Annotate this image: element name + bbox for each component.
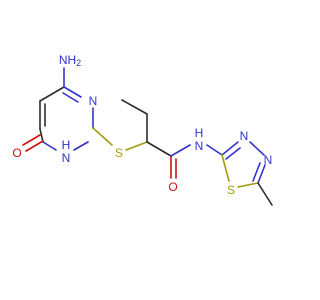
bond-c5t-s (237, 182, 259, 188)
bond-ch2-ch3 (121, 99, 148, 115)
atom-amide-o: O (168, 180, 177, 194)
bond-s-calpha (125, 141, 148, 151)
bond-c6-o-double (25, 140, 44, 152)
atom-thiadiazole-s: S (227, 183, 235, 197)
atom-thiadiazole-n4: N (264, 153, 273, 167)
bond-c2-s (92, 127, 113, 146)
atom-ring-n3: N (89, 94, 98, 108)
thiadiazole-ring (206, 141, 273, 206)
atom-thiadiazole-n3: N (240, 129, 249, 143)
bond-c6-o (22, 134, 41, 146)
bond-s-c2t (221, 154, 230, 182)
bond-c4-c5 (39, 86, 65, 102)
bond-n3t-n4t (249, 141, 265, 156)
bond-carbonyl-nh (170, 144, 191, 157)
bond-c5t-methyl (257, 182, 273, 206)
bond-nh-c2t (206, 144, 223, 156)
atom-thioether-s: S (115, 146, 123, 160)
bond-c2t-n3t-double (225, 147, 241, 160)
bond-c4-n3-double (62, 92, 79, 103)
bond-c2t-n3t (221, 141, 239, 156)
bond-c2-n1 (73, 141, 89, 151)
bond-c6-c5-link (39, 128, 44, 143)
bond-calpha-carbonyl (146, 141, 172, 157)
bond-c4-n3 (63, 86, 82, 98)
bond-n1-c6 (42, 141, 57, 151)
bond-n4t-c5t-double (252, 162, 261, 182)
atom-nh2: NH2 (59, 53, 81, 68)
atom-ring-carbonyl-o: O (12, 146, 21, 160)
bond-n4t-c5t (257, 164, 266, 184)
linker-chain (92, 99, 191, 179)
pyrimidine-ring (22, 67, 94, 152)
